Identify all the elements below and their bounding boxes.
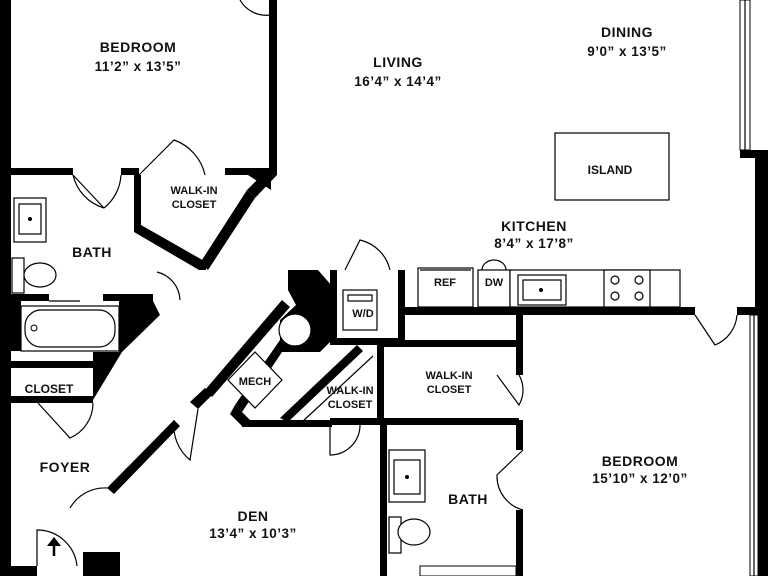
kitchen-island [554,132,670,201]
bath1-tub [20,305,120,352]
mech-box [227,351,283,409]
ref-label: REF [434,277,456,289]
island-label: ISLAND [588,163,633,177]
refrigerator [417,267,474,308]
walkin2-line1: WALK-IN [326,385,373,397]
up-arrow-icon [47,537,61,556]
washer-dryer [342,289,378,331]
water-heater [278,313,312,347]
mech-label: MECH [239,376,271,388]
bath1-sink [13,197,47,243]
living-dims: 16’4” x 14’4” [354,74,442,89]
dw-label: DW [485,277,504,289]
kitchen-sink [517,274,567,306]
walkin2-line2: CLOSET [328,399,373,411]
dining-dims: 9’0” x 13’5” [587,44,667,59]
bath2-sink [388,449,426,503]
foyer-name: FOYER [40,459,91,475]
stove [603,269,651,308]
walkin1-line2: CLOSET [172,199,217,211]
closet-rod-2 [301,355,374,423]
bath1-name: BATH [72,244,112,260]
den-dims: 13’4” x 10’3” [209,526,297,541]
den-name: DEN [237,508,268,524]
kitchen-name: KITCHEN [501,218,567,234]
walkin3-line1: WALK-IN [425,370,472,382]
wd-label: W/D [352,308,373,320]
bedroom2-dims: 15’10” x 12’0” [592,471,688,486]
bath2-name: BATH [448,491,488,507]
bath1-toilet [11,257,57,294]
windows [419,0,759,576]
walkin1-line1: WALK-IN [170,185,217,197]
living-name: LIVING [373,54,423,70]
dining-name: DINING [601,24,653,40]
bath2-toilet [388,516,431,554]
bedroom1-name: BEDROOM [100,39,177,55]
closet-label: CLOSET [25,382,74,396]
bedroom1-dims: 11’2” x 13’5” [95,59,182,74]
bedroom2-name: BEDROOM [602,453,679,469]
doors [36,0,738,567]
kitchen-dims: 8’4” x 17’8” [494,236,574,251]
walkin3-line2: CLOSET [427,384,472,396]
